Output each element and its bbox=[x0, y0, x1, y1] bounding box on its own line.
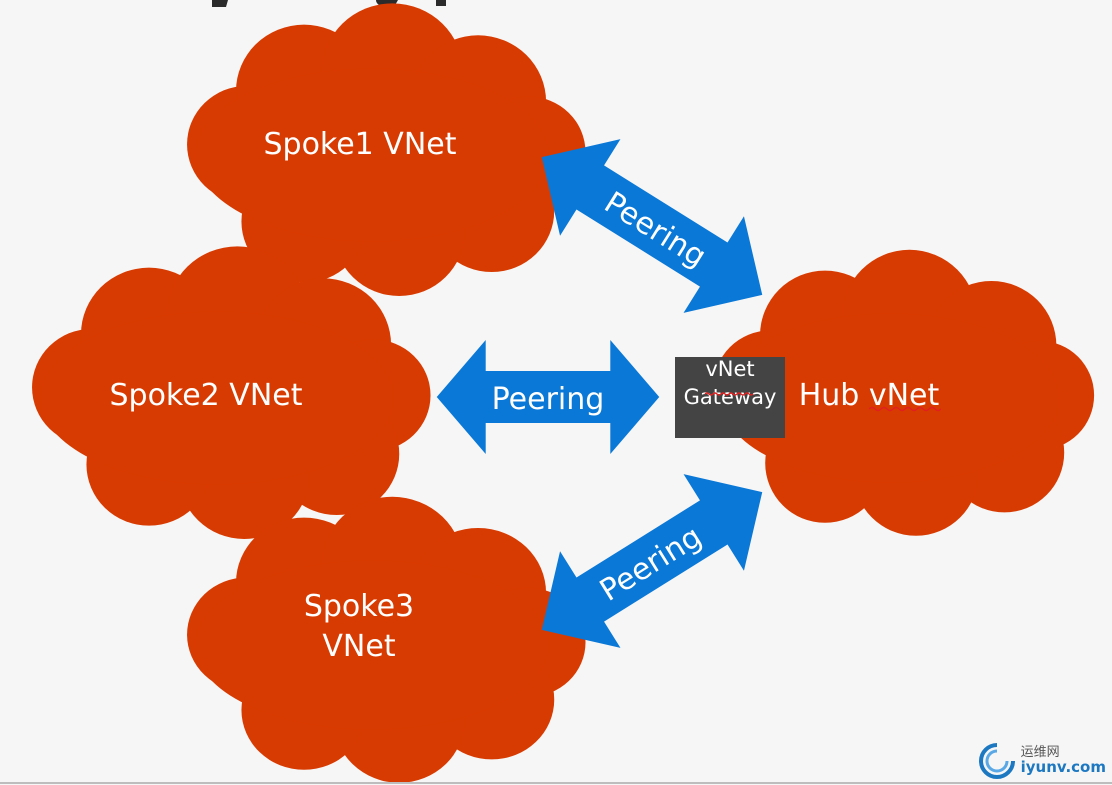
gateway-box bbox=[675, 357, 785, 438]
spoke2-cloud: Spoke2 VNet bbox=[32, 246, 431, 539]
peering-label-spoke2: Peering bbox=[492, 382, 605, 417]
watermark: 运维网 iyunv.com bbox=[977, 741, 1106, 781]
hub-cloud: Hub vNet bbox=[713, 249, 1095, 536]
spoke1-cloud: Spoke1 VNet bbox=[187, 3, 586, 296]
spoke2-label: Spoke2 VNet bbox=[109, 378, 302, 413]
label-line: vNet bbox=[705, 357, 754, 381]
spoke1-label: Spoke1 VNet bbox=[263, 127, 456, 162]
label-line: VNet bbox=[322, 629, 395, 664]
watermark-brand: 运维网 bbox=[1020, 745, 1060, 761]
gateway-spellcheck-squiggle bbox=[704, 392, 754, 396]
peering-arrow-spoke2-hub: Peering bbox=[436, 340, 660, 454]
spellcheck-squiggle bbox=[868, 406, 942, 412]
label-line: Spoke3 bbox=[304, 589, 414, 624]
label-line: Spoke1 VNet bbox=[263, 127, 456, 162]
watermark-logo-icon bbox=[978, 743, 1015, 779]
hub-label: Hub vNet bbox=[799, 378, 940, 413]
watermark-url: iyunv.com bbox=[1020, 757, 1106, 776]
label-line: Spoke2 VNet bbox=[109, 378, 302, 413]
label-line: Gateway bbox=[684, 385, 777, 409]
label-line: Hub vNet bbox=[799, 378, 940, 413]
